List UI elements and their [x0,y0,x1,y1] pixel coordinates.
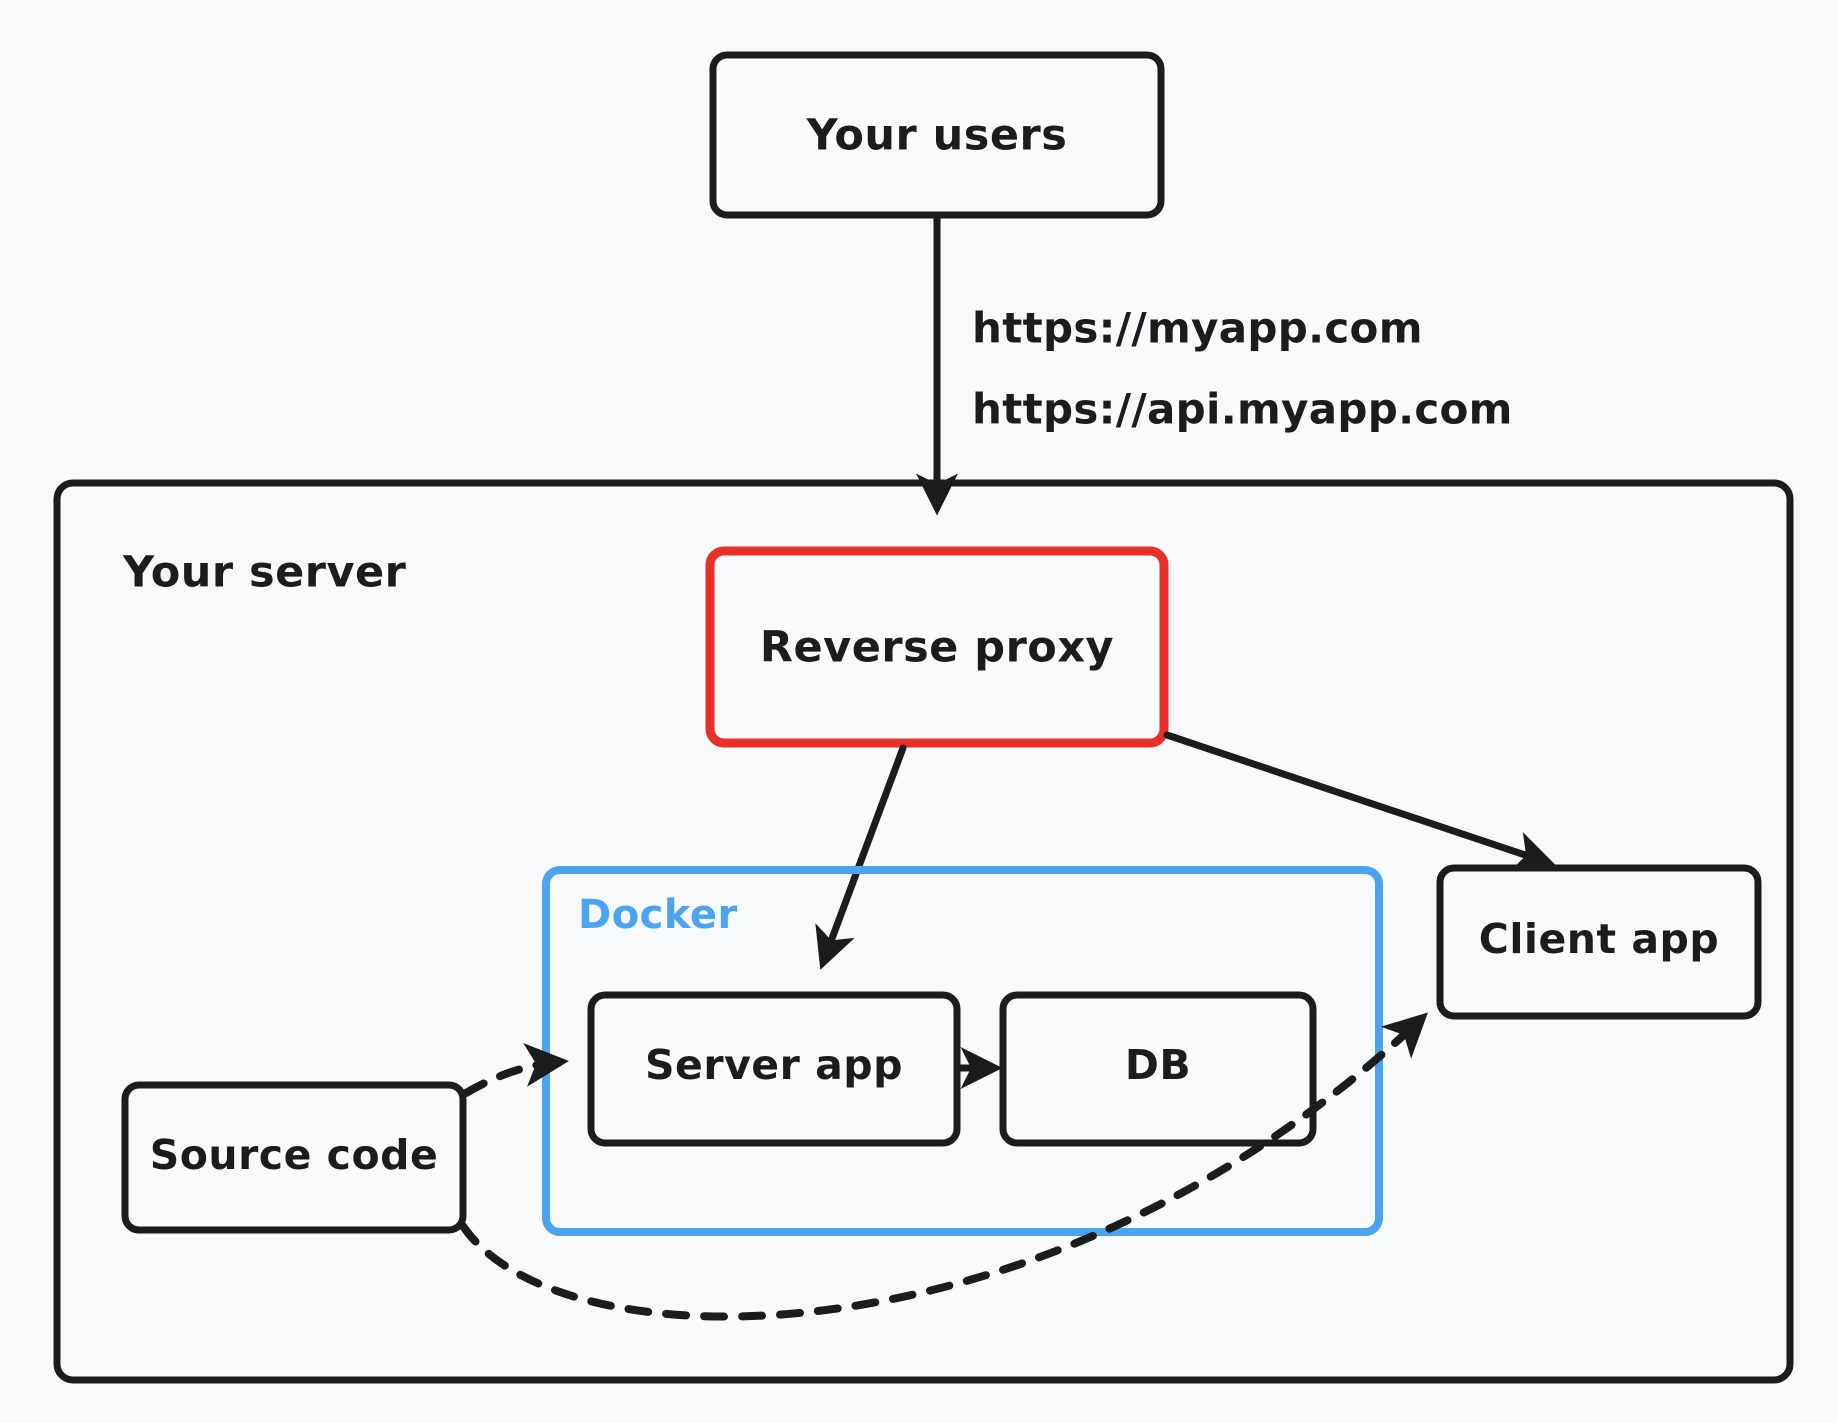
url-label-api: https://api.myapp.com [972,385,1513,434]
docker-label: Docker [578,892,738,938]
edge-reverse-proxy-to-server-app [815,744,907,970]
your-users-label: Your users [806,111,1068,161]
db-box[interactable] [999,991,1317,1147]
reverse-proxy-box[interactable] [705,546,1169,748]
your-server-label: Your server [122,548,407,598]
url-label-app: https://myapp.com [972,304,1423,353]
edge-reverse-proxy-to-client-app [1163,731,1556,872]
reverse-proxy-label: Reverse proxy [760,623,1114,673]
client-app-label: Client app [1479,915,1719,963]
edge-source-code-to-client-app [459,1012,1428,1321]
source-code-label: Source code [150,1131,439,1179]
source-code-box[interactable] [121,1081,467,1234]
server-app-label: Server app [645,1041,903,1089]
edge-source-code-to-server-app [462,1042,569,1097]
db-label: DB [1125,1041,1191,1089]
client-app-box[interactable] [1436,864,1762,1020]
